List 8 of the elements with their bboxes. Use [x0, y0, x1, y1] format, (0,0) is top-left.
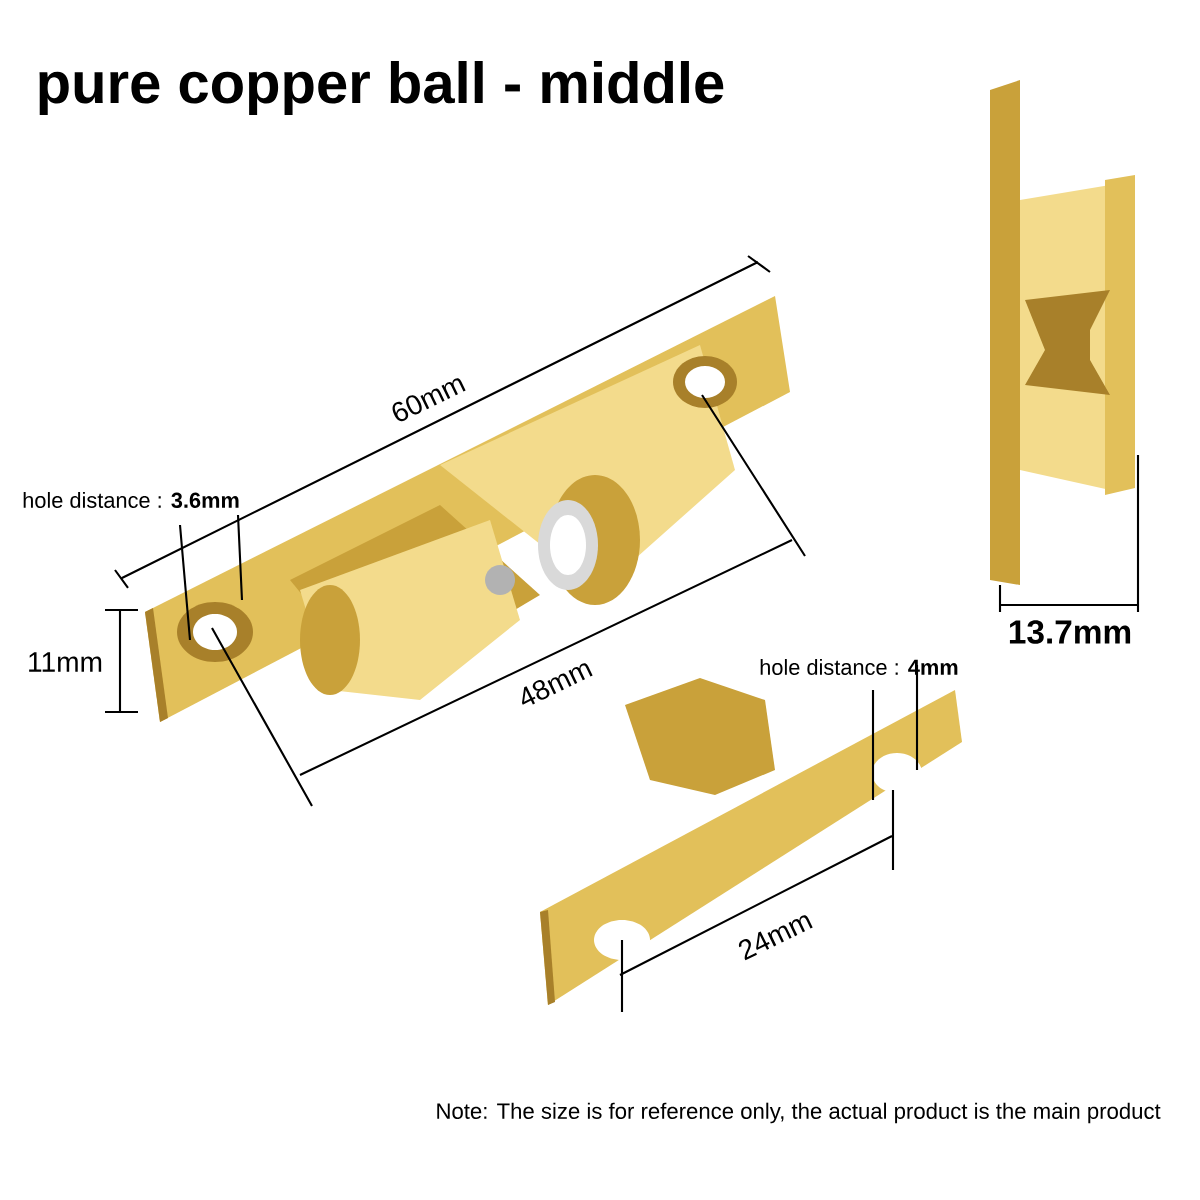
dimension-label: 13.7mm: [1009, 620, 1131, 644]
dimension-label: 60mm: [392, 378, 466, 422]
dimension-label: 11mm: [29, 652, 102, 672]
title: pure copper ball - middle: [39, 61, 724, 115]
dimension-label: 48mm: [522, 663, 593, 705]
note: Note: The size is for reference only, the actual product is the main product: [437, 1102, 1161, 1124]
dimension-label: hole distance : 3.6mm: [23, 492, 239, 508]
dimension-label: 24mm: [738, 915, 813, 961]
